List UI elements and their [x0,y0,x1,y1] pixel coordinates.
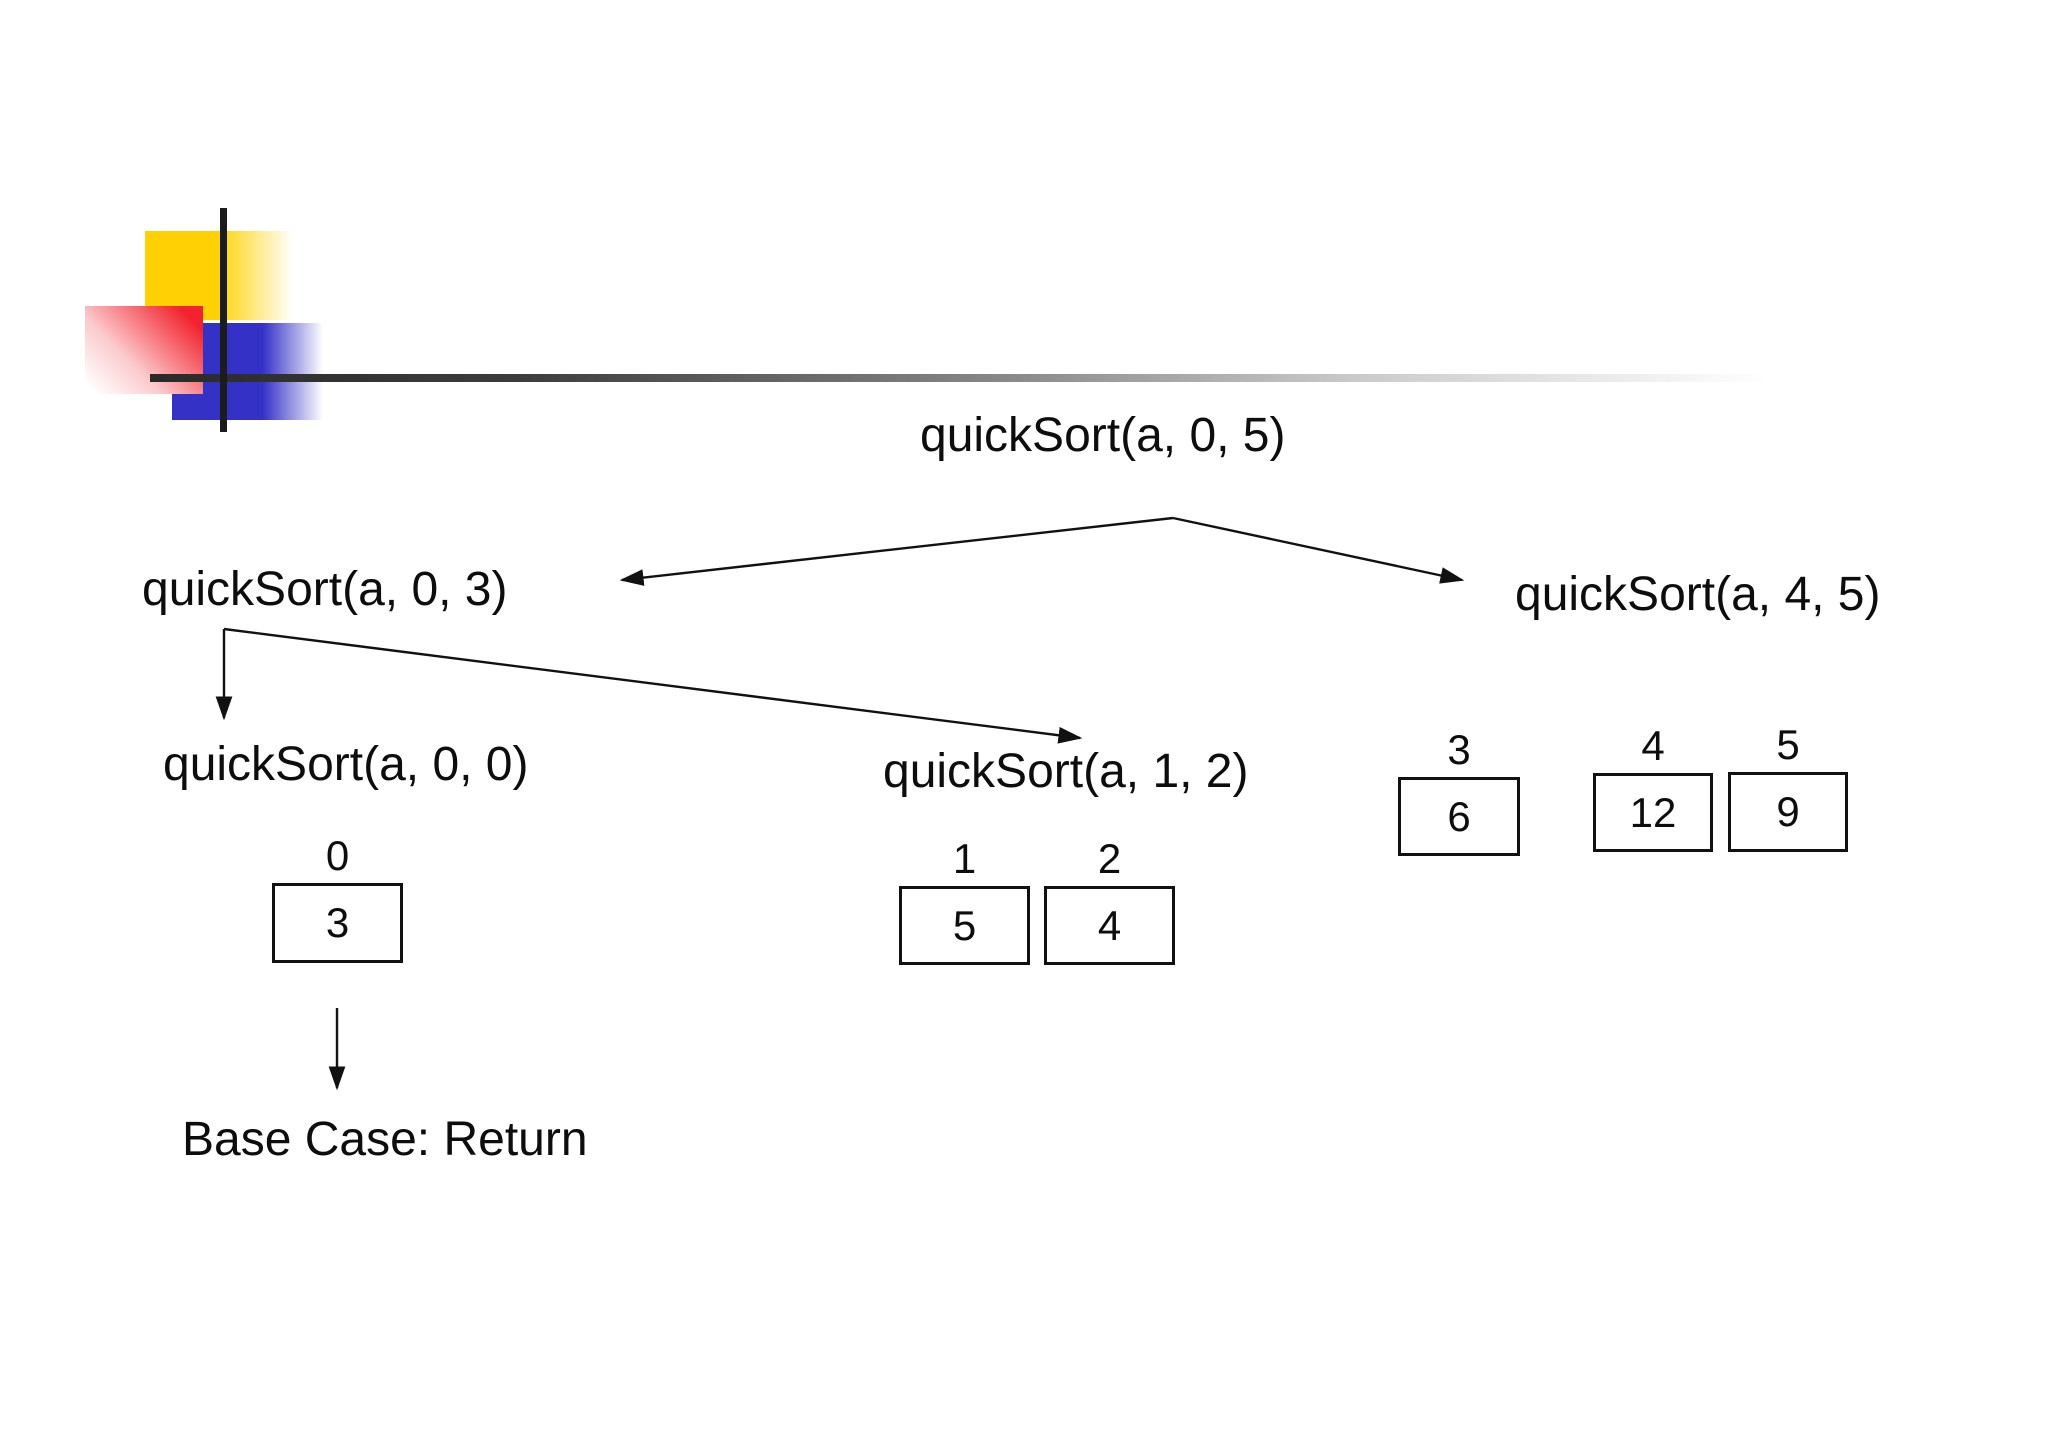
call-node-left-left: quickSort(a, 0, 0) [163,738,529,791]
logo-yellow-square [145,231,293,320]
arrow-root-to-left-child [619,516,1174,586]
call-node-right: quickSort(a, 4, 5) [1515,568,1881,621]
array-value-box-4: 12 [1593,773,1713,852]
array-cell-0: 0 3 [272,835,403,963]
array-cell-3: 3 6 [1398,729,1520,856]
array-index-0: 0 [325,832,350,879]
array-index-3: 3 [1447,726,1471,773]
array-value-4: 12 [1629,788,1677,836]
arrow-root-to-right-child [1172,516,1465,584]
array-value-box-5: 9 [1728,772,1848,852]
base-case-label: Base Case: Return [182,1113,588,1166]
horizontal-divider-line [150,374,1815,382]
array-cell-1: 1 5 [899,838,1030,965]
array-value-box-2: 4 [1044,886,1175,965]
array-value-box-3: 6 [1398,777,1520,856]
array-index-5: 5 [1776,721,1800,768]
call-node-root: quickSort(a, 0, 5) [920,409,1286,462]
array-cell-2: 2 4 [1044,838,1175,965]
call-node-left: quickSort(a, 0, 3) [142,563,508,616]
vertical-divider-line [220,208,227,432]
array-index-4: 4 [1641,722,1665,769]
array-value-box-1: 5 [899,886,1030,965]
array-cell-5: 5 9 [1728,724,1848,852]
array-value-3: 6 [1447,792,1471,840]
call-node-left-right: quickSort(a, 1, 2) [883,745,1249,798]
array-index-2: 2 [1097,835,1122,882]
array-value-box-0: 3 [272,883,403,963]
array-value-1: 5 [952,901,977,949]
array-cell-4: 4 12 [1593,725,1713,852]
array-value-0: 3 [325,899,350,946]
arrow-left-to-left-right-child [223,627,1083,744]
array-value-2: 4 [1097,901,1122,949]
array-index-1: 1 [952,835,977,882]
array-value-5: 9 [1776,788,1800,835]
